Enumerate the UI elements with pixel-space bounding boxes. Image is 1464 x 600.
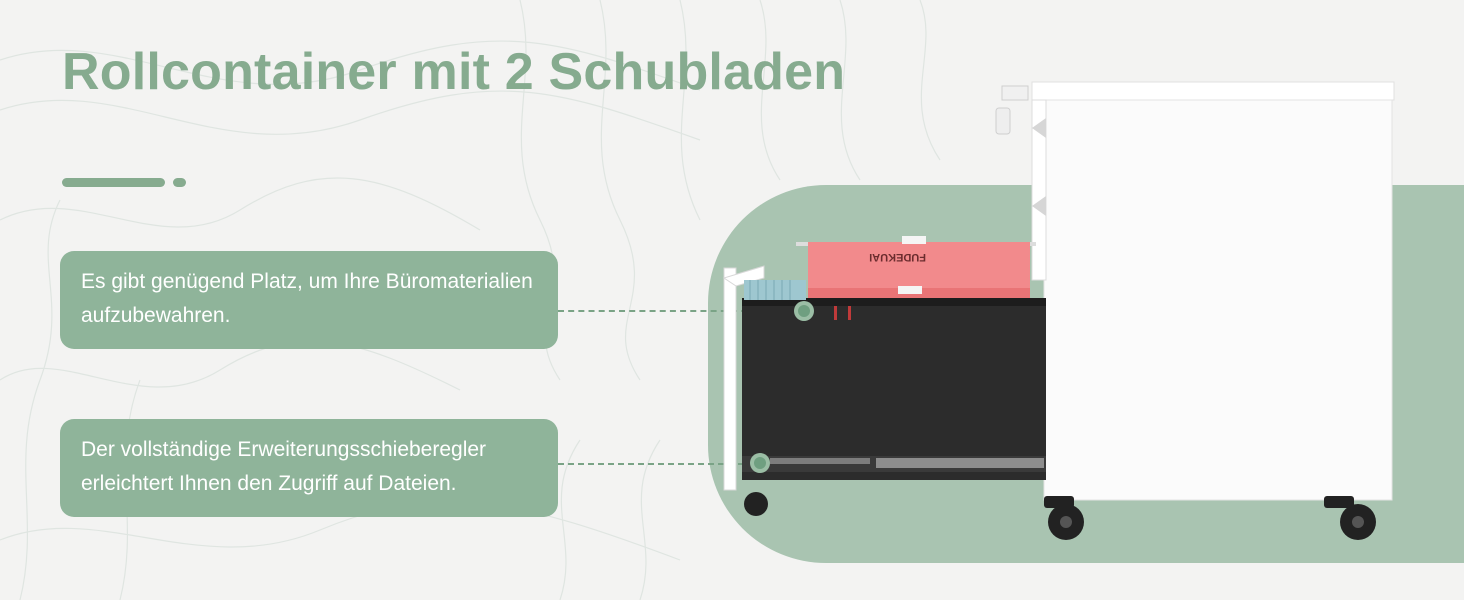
accent-bar-short — [173, 178, 186, 187]
callout-full-extension-slider: Der vollständige Erweiterungsschieberegl… — [60, 419, 558, 517]
folder-brand-label: FUDEKUAI — [869, 251, 926, 263]
connector-line-2 — [558, 463, 754, 465]
connector-line-1 — [558, 310, 798, 312]
page-title: Rollcontainer mit 2 Schubladen — [62, 43, 846, 101]
callout-storage-space: Es gibt genügend Platz, um Ihre Büromate… — [60, 251, 558, 349]
accent-bar-long — [62, 178, 165, 187]
hotspot-dot-1 — [794, 301, 814, 321]
hotspot-dot-2 — [750, 453, 770, 473]
